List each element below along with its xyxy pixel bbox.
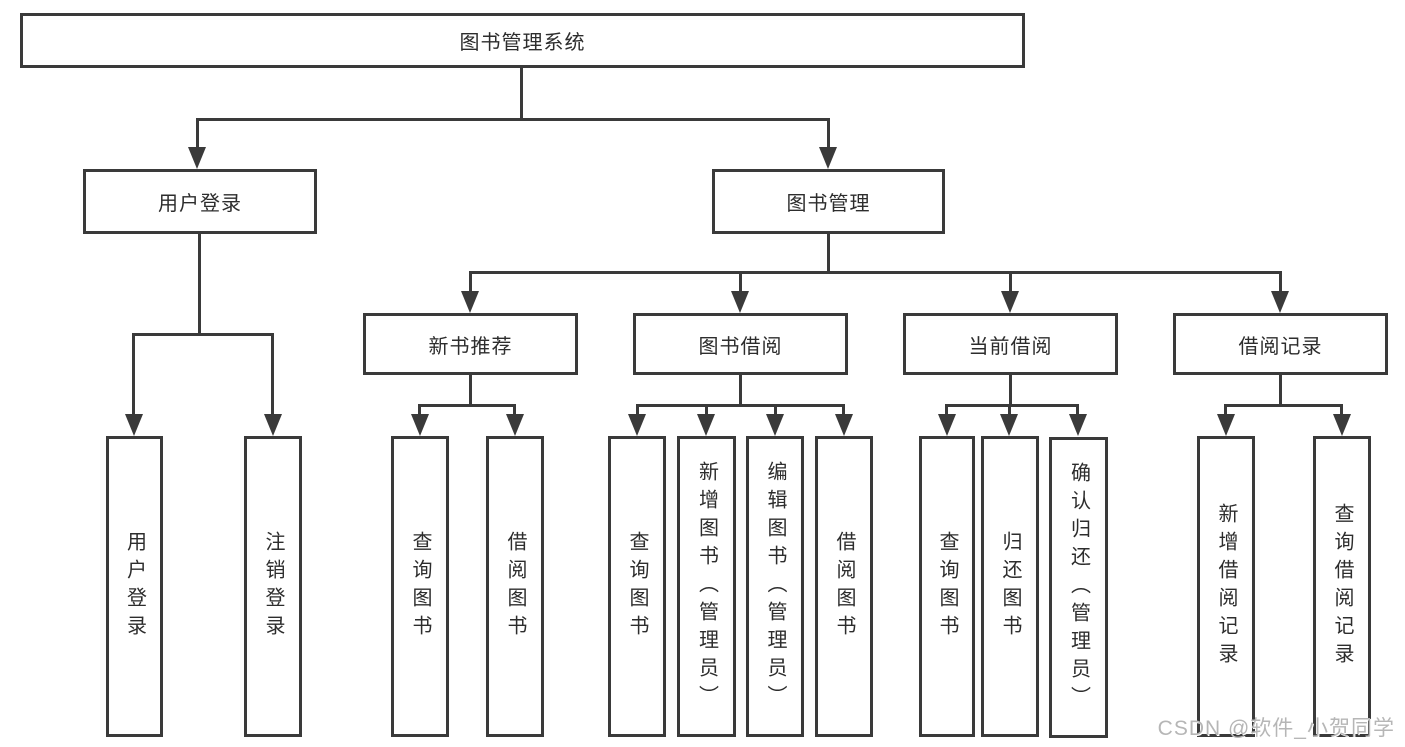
arrow-into-cb-return: [1000, 414, 1018, 436]
connector-stub-leaf-user-login: [132, 333, 135, 415]
arrow-into-current-borrow: [1001, 291, 1019, 313]
arrow-into-bb-query: [628, 414, 646, 436]
node-label: 图书管理: [786, 193, 871, 215]
connector-stub-c3: [1076, 404, 1079, 416]
leaf-label: 新增图书（管理员）: [695, 460, 718, 713]
leaf-logout: 注销登录: [244, 436, 302, 737]
connector-groupC-horizontal: [945, 404, 1079, 407]
arrow-into-book-mgmt: [819, 147, 837, 169]
leaf-label: 查询图书: [626, 530, 648, 643]
connector-stub-new-book-rec: [469, 271, 472, 293]
leaf-bb-add-books-admin: 新增图书（管理员）: [677, 436, 736, 737]
connector-stub-book-mgmt: [827, 118, 830, 148]
arrow-into-rec-query: [411, 414, 429, 436]
arrow-into-new-book-rec: [461, 291, 479, 313]
connector-groupB-horizontal: [636, 404, 845, 407]
connector-groupA-vertical: [469, 375, 472, 406]
arrow-into-cb-query: [938, 414, 956, 436]
node-borrow-records: 借阅记录: [1173, 313, 1388, 375]
arrow-into-br-add: [1217, 414, 1235, 436]
leaf-cb-return-books: 归还图书: [981, 436, 1039, 737]
connector-stub-d1: [1224, 404, 1227, 416]
leaf-label: 查询图书: [409, 530, 431, 643]
leaf-br-query-record: 查询借阅记录: [1313, 436, 1371, 737]
connector-stub-user-login: [196, 118, 199, 148]
arrow-into-cb-confirm: [1069, 414, 1087, 436]
connector-stub-b3: [774, 404, 777, 416]
connector-stub-a2: [513, 404, 516, 416]
arrow-into-borrow-records: [1271, 291, 1289, 313]
connector-groupD-vertical: [1279, 375, 1282, 406]
node-new-book-recommend: 新书推荐: [363, 313, 578, 375]
leaf-bb-borrow-books: 借阅图书: [815, 436, 873, 737]
node-label: 用户登录: [158, 193, 242, 215]
node-label: 当前借阅: [968, 335, 1053, 358]
connector-stub-b1: [636, 404, 639, 416]
connector-stub-b4: [842, 404, 845, 416]
connector-stub-leaf-logout: [271, 333, 274, 415]
node-root-library-system: 图书管理系统: [20, 13, 1025, 68]
connector-stub-c2: [1008, 404, 1011, 416]
arrow-into-leaf-user-login: [125, 414, 143, 436]
connector-stub-book-borrow: [739, 271, 742, 293]
leaf-label: 新增借阅记录: [1215, 502, 1237, 671]
connector-groupC-vertical: [1009, 375, 1012, 406]
leaf-label: 注销登录: [262, 530, 284, 643]
leaf-br-add-record: 新增借阅记录: [1197, 436, 1255, 737]
leaf-label: 查询借阅记录: [1331, 502, 1353, 671]
leaf-label: 归还图书: [999, 530, 1021, 643]
arrow-into-bb-edit: [766, 414, 784, 436]
connector-user-login-horizontal: [132, 333, 273, 336]
node-book-borrow: 图书借阅: [633, 313, 848, 375]
node-user-login: 用户登录: [83, 169, 317, 234]
leaf-rec-query-books: 查询图书: [391, 436, 449, 737]
node-label: 图书借阅: [698, 335, 783, 358]
node-current-borrow: 当前借阅: [903, 313, 1118, 375]
connector-stub-current-borrow: [1009, 271, 1012, 293]
leaf-cb-query-books: 查询图书: [919, 436, 975, 737]
connector-root-vertical: [520, 68, 523, 120]
connector-stub-d2: [1340, 404, 1343, 416]
node-label: 新书推荐: [428, 335, 513, 358]
connector-level1-horizontal: [196, 118, 830, 121]
connector-groupB-vertical: [739, 375, 742, 406]
arrow-into-book-borrow: [731, 291, 749, 313]
connector-user-login-vertical: [198, 234, 201, 335]
arrow-into-br-query: [1333, 414, 1351, 436]
leaf-bb-query-books: 查询图书: [608, 436, 666, 737]
connector-stub-b2: [705, 404, 708, 416]
arrow-into-bb-borrow: [835, 414, 853, 436]
arrow-into-bb-add: [697, 414, 715, 436]
node-book-management: 图书管理: [712, 169, 945, 234]
arrow-into-user-login: [188, 147, 206, 169]
leaf-cb-confirm-return-admin: 确认归还（管理员）: [1049, 437, 1108, 738]
connector-stub-a1: [418, 404, 421, 416]
arrow-into-leaf-logout: [264, 414, 282, 436]
node-label: 图书管理系统: [459, 32, 586, 54]
leaf-bb-edit-books-admin: 编辑图书（管理员）: [746, 436, 804, 737]
connector-level3-horizontal: [469, 271, 1281, 274]
connector-groupD-horizontal: [1224, 404, 1343, 407]
leaf-label: 查询图书: [936, 530, 958, 643]
arrow-into-rec-borrow: [506, 414, 524, 436]
connector-stub-borrow-records: [1279, 271, 1282, 293]
leaf-label: 借阅图书: [833, 530, 855, 643]
leaf-rec-borrow-books: 借阅图书: [486, 436, 544, 737]
leaf-label: 编辑图书（管理员）: [764, 460, 786, 713]
leaf-label: 用户登录: [123, 530, 146, 643]
leaf-label: 借阅图书: [504, 530, 526, 643]
leaf-label: 确认归还（管理员）: [1067, 461, 1090, 714]
node-label: 借阅记录: [1238, 335, 1323, 358]
leaf-user-login: 用户登录: [106, 436, 163, 737]
connector-stub-c1: [945, 404, 948, 416]
connector-groupA-horizontal: [418, 404, 516, 407]
csdn-watermark: CSDN @软件_小贺同学: [1157, 717, 1395, 740]
connector-book-mgmt-vertical: [827, 234, 830, 274]
